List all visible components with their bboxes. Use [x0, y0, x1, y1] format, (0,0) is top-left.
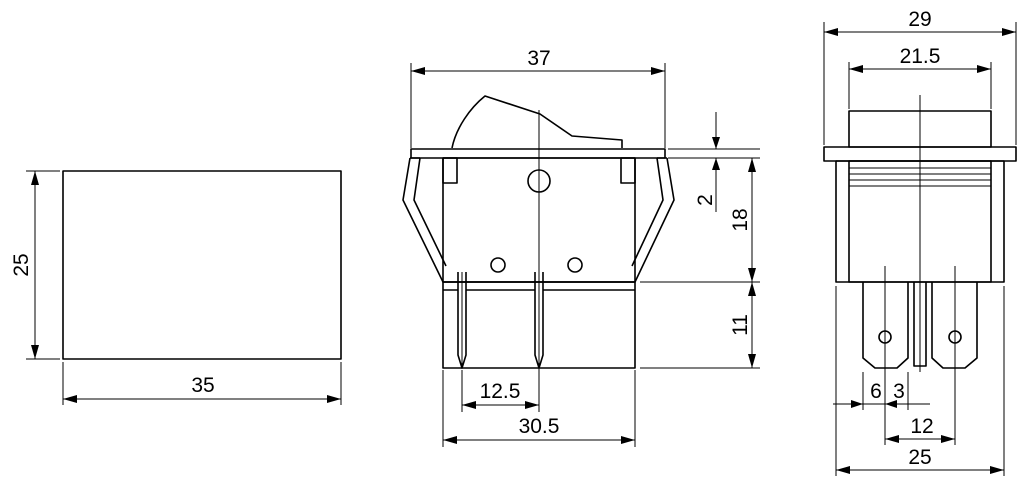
arrow-head — [63, 395, 77, 403]
arrow-head — [443, 436, 457, 444]
top-view: 25 35 — [10, 170, 342, 405]
arrow-head — [941, 435, 955, 443]
arrow-head — [712, 137, 720, 149]
arrow-head — [885, 400, 897, 408]
arrow-head — [836, 466, 850, 474]
arrow-head — [411, 67, 425, 75]
flange-tab — [442, 157, 458, 184]
arrow-head — [1002, 28, 1016, 36]
arrow-head — [31, 171, 39, 185]
arrow-head — [748, 158, 756, 172]
front-pin-pitch-label: 12.5 — [480, 380, 521, 403]
arrow-head — [327, 395, 341, 403]
arrow-head — [31, 345, 39, 359]
side-view: 29 21.5 6 3 12 25 — [823, 8, 1017, 476]
terminal-length-label: 11 — [729, 314, 752, 336]
left-snap-clip — [402, 157, 447, 283]
top-view-outline — [62, 170, 342, 360]
arrow-head — [525, 401, 539, 409]
side-pin-pitch-label: 12 — [910, 415, 933, 438]
arrow-head — [824, 28, 838, 36]
terminal-pin — [534, 272, 544, 369]
side-flange-width-label: 29 — [908, 8, 931, 31]
rivet — [567, 257, 583, 273]
arrow-head — [977, 65, 991, 73]
side-rocker-width-label: 21.5 — [900, 45, 941, 68]
arrow-head — [885, 435, 899, 443]
arrow-head — [748, 354, 756, 368]
rivet — [490, 257, 506, 273]
arrow-head — [712, 158, 720, 170]
top-view-width-label: 35 — [191, 374, 214, 397]
right-snap-clip — [631, 157, 675, 283]
arrow-head — [651, 67, 665, 75]
front-view-width-label: 37 — [527, 47, 550, 70]
arrow-head — [851, 400, 863, 408]
front-view: 37 2 18 11 12.5 30.5 — [402, 47, 760, 447]
front-flange — [410, 148, 666, 159]
arrow-head — [849, 65, 863, 73]
body-height-label: 18 — [729, 208, 752, 231]
rocker-actuator — [451, 95, 623, 149]
side-terminal-left — [862, 282, 909, 369]
side-terminal-center — [913, 282, 927, 367]
arrow-head — [748, 282, 756, 296]
arrow-head — [621, 436, 635, 444]
side-terminal-right — [931, 282, 978, 369]
side-pin-offset-label: 6 — [870, 380, 882, 403]
flange-thickness-label: 2 — [694, 194, 717, 206]
arrow-head — [462, 401, 476, 409]
front-body-width-label: 30.5 — [519, 415, 560, 438]
side-body-depth-label: 25 — [908, 446, 931, 469]
top-view-height-label: 25 — [10, 253, 33, 276]
side-pin-gap-label: 3 — [893, 380, 905, 403]
indicator-lamp — [527, 169, 551, 193]
arrow-head — [990, 466, 1004, 474]
flange-tab — [620, 157, 636, 184]
arrow-head — [748, 268, 756, 282]
